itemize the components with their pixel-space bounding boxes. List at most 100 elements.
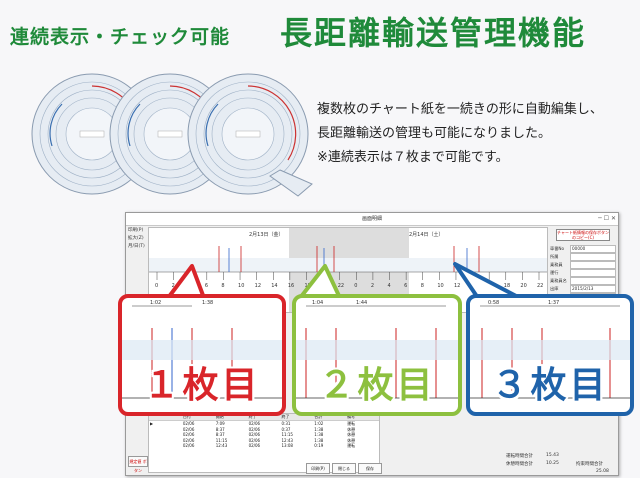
hour-tick-label: 6 (404, 283, 407, 289)
table-cell: 02/06 (182, 437, 195, 443)
print-button-bottom[interactable]: 印刷(P) (306, 463, 330, 474)
left-panel: 印刷(P) 拡大(Z) 月/日(T) (128, 227, 150, 251)
hour-tick-label: 16 (288, 283, 294, 289)
sheet-label-1: １枚目 (143, 365, 261, 406)
zoom-button[interactable]: 拡大(Z) (128, 236, 144, 241)
table-cell: 1:38 (314, 432, 324, 437)
total-rest-value: 10.25 (546, 461, 559, 466)
mark-label: 0:58 (488, 300, 499, 306)
table-cell: 休憩 (347, 437, 356, 443)
close-button[interactable]: 閉じる (332, 463, 356, 474)
hour-tick-label: 20 (520, 283, 526, 289)
table-cell: ▶ (150, 421, 154, 426)
sheet-chart-3: 0:58 1:37 (470, 300, 630, 399)
print-button[interactable]: 印刷(P) (128, 228, 144, 233)
table-header: 日付 開始 終了 終了 合計 備考 (149, 414, 379, 421)
mark-label: 1:44 (356, 300, 367, 306)
field-label: 車番No (550, 246, 565, 251)
table-cell: 12:43 (281, 437, 293, 443)
hour-tick-label: 2 (172, 283, 175, 289)
subtitle: 連続表示・チェック可能 (10, 26, 231, 48)
sheet-chart-1: 1:02 1:38 (122, 300, 282, 399)
field-value[interactable]: 2015/2/13 (570, 285, 616, 293)
table-cell: 8:37 (215, 432, 225, 437)
table-cell: 運転 (347, 443, 356, 448)
callout-sheet-3: 0:58 1:37 (466, 294, 634, 416)
column-header: 開始 (215, 414, 224, 419)
table-cell: 02/06 (248, 443, 261, 448)
hour-tick-label: 22 (537, 283, 543, 289)
table-cell: 02/06 (182, 432, 195, 437)
table-cell: 11:15 (215, 437, 228, 443)
total-hold-value: 25.08 (596, 469, 609, 474)
hour-tick-label: 4 (388, 283, 391, 289)
hour-tick-label: 8 (421, 283, 424, 289)
table-cell: 02/06 (248, 426, 261, 432)
mark-label: 1:02 (150, 300, 161, 306)
chart-disc-illustration (31, 73, 313, 197)
table-cell: 02/06 (182, 421, 195, 426)
field-row: 車番No 00000 (550, 245, 616, 253)
save-button[interactable]: 保存 (358, 463, 382, 474)
description-line: 複数枚のチャート紙を一続きの形に自動編集し、 (317, 102, 603, 117)
mark-label: 1:04 (312, 300, 323, 306)
table-cell: 0:19 (314, 443, 324, 448)
field-value[interactable] (570, 261, 616, 269)
total-drive-value: 15.43 (546, 453, 559, 458)
callout-sheet-2: 1:04 1:44 (292, 294, 462, 416)
field-value[interactable]: 00000 (570, 245, 616, 253)
hour-tick-label: 0 (155, 283, 158, 289)
table-cell: 休憩 (347, 426, 356, 432)
field-value[interactable] (570, 277, 616, 285)
hour-tick-label: 0 (354, 283, 357, 289)
column-header: 日付 (182, 414, 191, 419)
field-value[interactable] (570, 253, 616, 261)
table-cell: 02/06 (248, 437, 261, 443)
hour-tick-label: 10 (437, 283, 443, 289)
chart-date-label: 2月14日（土） (409, 231, 444, 238)
field-label: 乗務員名 (550, 278, 567, 283)
field-label: 運行 (550, 270, 559, 275)
table-cell: 1:02 (314, 421, 324, 426)
sheet-label-3: ３枚目 (491, 365, 609, 406)
table-cell: 02/06 (182, 426, 195, 432)
defaults-button[interactable]: 規定値 ボタン (128, 456, 148, 473)
table-cell: 02/06 (248, 421, 261, 426)
hour-tick-label: 12 (255, 283, 261, 289)
window-title: 画面明細 (361, 216, 382, 222)
table-cell: 12:43 (215, 443, 228, 448)
hour-tick-label: 14 (271, 283, 277, 289)
field-label: 出庫 (550, 286, 559, 291)
hour-tick-label: 6 (205, 283, 208, 289)
table-cell: 1:38 (314, 426, 324, 432)
field-row: 出庫 2015/2/13 (550, 285, 616, 293)
table-cell: 8:37 (215, 426, 225, 432)
field-row: 乗務員名 (550, 277, 616, 285)
window-titlebar: 画面明細 ─ ☐ ✕ (126, 213, 618, 226)
total-drive-label: 運転時間合計 (506, 454, 533, 459)
table-cell: 02/06 (182, 443, 195, 448)
total-hold-label: 拘束時間合計 (576, 462, 603, 467)
date-button[interactable]: 月/日(T) (128, 244, 145, 249)
hour-tick-label: 22 (338, 283, 344, 289)
mark-label: 1:38 (202, 300, 213, 306)
table-cell: 02/06 (248, 432, 261, 437)
window-controls[interactable]: ─ ☐ ✕ (598, 215, 616, 222)
callout-sheet-1: 1:02 1:38 (118, 294, 286, 416)
hour-tick-label: 12 (454, 283, 460, 289)
copy-button[interactable]: チャート紙情報の保存ボタンのコピー(C) (556, 229, 610, 241)
table-cell: 運転 (347, 421, 356, 426)
column-header: 合計 (314, 414, 323, 419)
field-row: 運行 (550, 269, 616, 277)
hour-tick-label: 8 (221, 283, 224, 289)
description: 複数枚のチャート紙を一続きの形に自動編集し、 長距離輸送の管理も可能になりました… (317, 98, 603, 170)
field-label: 乗務員 (550, 262, 563, 267)
chart-date-label: 2月13日（金） (249, 231, 284, 238)
column-header: 終了 (248, 414, 257, 419)
field-value[interactable] (570, 269, 616, 277)
